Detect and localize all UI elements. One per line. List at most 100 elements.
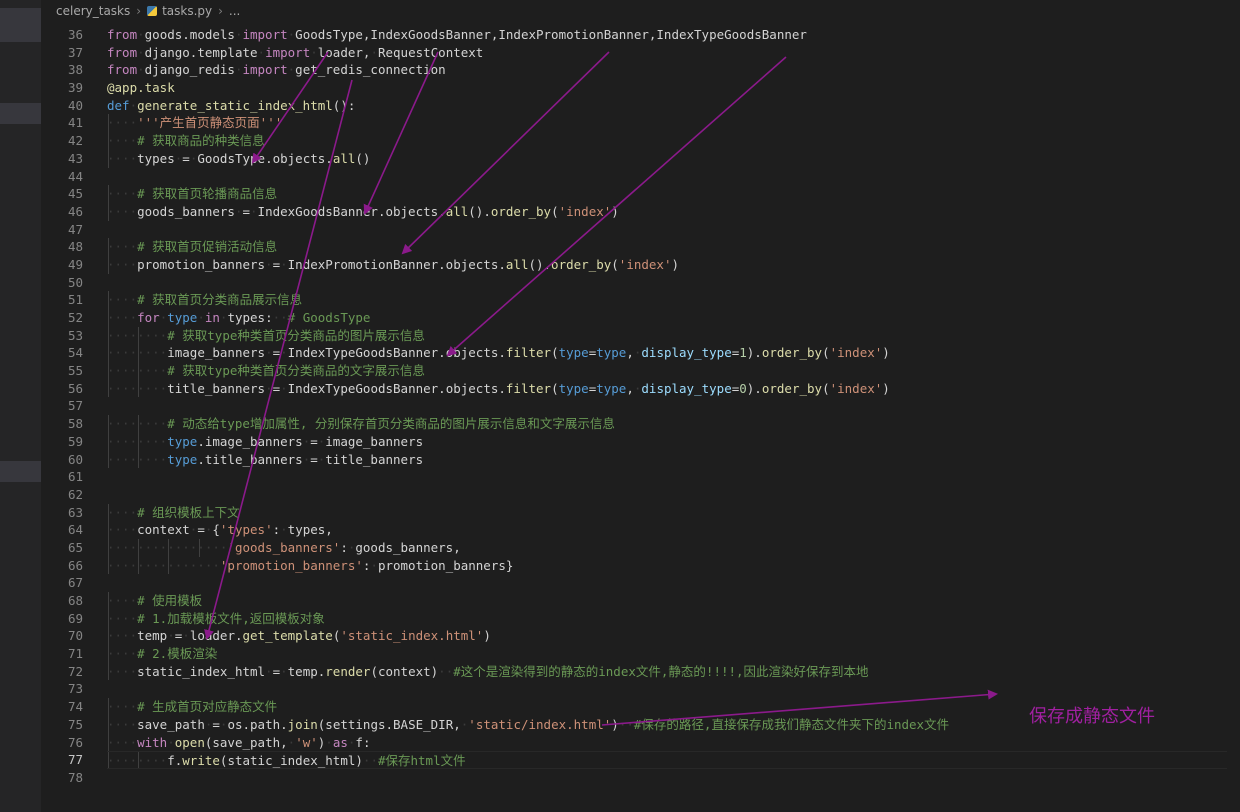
annotation-note: 保存成静态文件 bbox=[1029, 706, 1155, 727]
line-number: 38 bbox=[67, 62, 83, 78]
code-line[interactable]: ········type.title_banners·=·title_banne… bbox=[107, 450, 424, 469]
code-line[interactable]: ····# 使用模板 bbox=[107, 592, 203, 610]
code-line[interactable]: ········# 获取type种类首页分类商品的文字展示信息 bbox=[107, 362, 425, 380]
line-number: 50 bbox=[67, 274, 83, 290]
breadcrumb-folder[interactable]: celery_tasks bbox=[56, 4, 131, 18]
line-number: 77 bbox=[67, 752, 83, 768]
code-line[interactable]: ····# 获取商品的种类信息 bbox=[107, 132, 265, 150]
breadcrumb-more[interactable]: ... bbox=[228, 4, 241, 18]
code-line[interactable] bbox=[107, 769, 1227, 787]
code-line[interactable] bbox=[107, 168, 1227, 186]
line-number: 71 bbox=[67, 646, 83, 662]
code-line[interactable] bbox=[107, 574, 1227, 592]
code-line[interactable]: ····for·type·in·types:··# GoodsType bbox=[107, 309, 371, 327]
line-number: 42 bbox=[67, 133, 83, 149]
chevron-right-icon: › bbox=[136, 4, 142, 18]
line-number: 37 bbox=[67, 44, 83, 60]
code-line[interactable]: ····promotion_banners·=·IndexPromotionBa… bbox=[107, 255, 680, 274]
code-line[interactable]: ····static_index_html·=·temp.render(cont… bbox=[107, 662, 869, 681]
code-line[interactable]: from·django_redis·import·get_redis_conne… bbox=[107, 62, 446, 78]
line-number: 68 bbox=[67, 593, 83, 608]
code-line[interactable] bbox=[107, 397, 1227, 415]
line-number: 70 bbox=[67, 628, 83, 644]
sidebar-item[interactable] bbox=[0, 461, 41, 482]
code-line[interactable] bbox=[107, 274, 1227, 292]
chevron-right-icon: › bbox=[218, 4, 223, 18]
code-line[interactable]: ········image_banners·=·IndexTypeGoodsBa… bbox=[107, 344, 890, 363]
line-number: 75 bbox=[67, 716, 83, 732]
code-line[interactable]: ····'''产生首页静态页面''' bbox=[107, 114, 283, 133]
code-line[interactable]: ····# 获取首页促销活动信息 bbox=[107, 238, 278, 256]
line-number: 67 bbox=[67, 575, 83, 591]
code-line[interactable]: ········f.write(static_index_html)··#保存h… bbox=[107, 751, 1227, 769]
code-line[interactable]: ····# 获取首页分类商品展示信息 bbox=[107, 291, 303, 309]
line-number: 63 bbox=[67, 504, 83, 520]
line-number: 39 bbox=[67, 80, 83, 96]
line-number: 74 bbox=[67, 699, 83, 715]
code-line[interactable]: ········type.image_banners·=·image_banne… bbox=[107, 432, 424, 451]
line-number: 55 bbox=[67, 363, 83, 379]
line-number: 76 bbox=[67, 734, 83, 750]
code-line[interactable]: ····with·open(save_path,·'w')·as·f: bbox=[107, 733, 371, 752]
line-number: 43 bbox=[67, 150, 83, 166]
line-number: 62 bbox=[67, 486, 83, 502]
breadcrumb-file[interactable]: tasks.py bbox=[162, 4, 213, 18]
line-number: 46 bbox=[67, 203, 83, 219]
explorer-sidebar bbox=[0, 0, 41, 812]
code-line[interactable] bbox=[107, 680, 1227, 698]
line-number: 54 bbox=[67, 345, 83, 361]
line-number: 41 bbox=[67, 115, 83, 131]
sidebar-item[interactable] bbox=[0, 103, 41, 124]
line-number: 59 bbox=[67, 433, 83, 449]
line-number: 69 bbox=[67, 610, 83, 626]
code-line[interactable]: @app.task bbox=[107, 80, 175, 96]
code-line[interactable]: ····context·=·{'types':·types, bbox=[107, 521, 333, 539]
line-number: 60 bbox=[67, 451, 83, 467]
line-number: 45 bbox=[67, 186, 83, 202]
line-number: 52 bbox=[67, 310, 83, 325]
code-line[interactable] bbox=[107, 486, 1227, 504]
code-line[interactable]: ········# 获取type种类首页分类商品的图片展示信息 bbox=[107, 326, 425, 345]
line-number: 65 bbox=[67, 539, 83, 555]
line-number: 47 bbox=[67, 221, 83, 237]
code-line[interactable]: from·goods.models·import·GoodsType,Index… bbox=[107, 27, 807, 42]
sidebar-selected-item[interactable] bbox=[0, 8, 41, 42]
breadcrumb: celery_tasks › tasks.py › ... bbox=[41, 0, 1240, 22]
line-number: 78 bbox=[67, 769, 83, 785]
code-line[interactable]: ····# 获取首页轮播商品信息 bbox=[107, 185, 278, 203]
code-line[interactable]: ················'goods_banners':·goods_b… bbox=[107, 538, 461, 557]
line-number: 64 bbox=[67, 522, 83, 538]
code-line[interactable]: ········title_banners·=·IndexTypeGoodsBa… bbox=[107, 379, 890, 398]
line-number: 53 bbox=[67, 327, 83, 343]
line-number: 49 bbox=[67, 256, 83, 272]
line-number: 51 bbox=[67, 292, 83, 308]
code-line[interactable]: ····# 组织模板上下文 bbox=[107, 503, 240, 522]
code-line[interactable] bbox=[107, 468, 1227, 486]
code-line[interactable]: ····types·=·GoodsType.objects.all() bbox=[107, 149, 371, 168]
python-file-icon bbox=[147, 6, 158, 16]
code-line[interactable]: ····# 1.加载模板文件,返回模板对象 bbox=[107, 609, 325, 628]
line-number: 57 bbox=[67, 398, 83, 414]
line-number: 44 bbox=[67, 168, 83, 184]
line-number: 66 bbox=[67, 557, 83, 573]
code-line[interactable]: ····temp·=·loader.get_template('static_i… bbox=[107, 627, 491, 646]
line-number: 61 bbox=[67, 469, 83, 485]
code-line[interactable]: def·generate_static_index_html(): bbox=[107, 97, 356, 113]
code-line[interactable] bbox=[107, 221, 1227, 239]
code-line[interactable]: ········# 动态给type增加属性, 分别保存首页分类商品的图片展示信息… bbox=[107, 415, 615, 433]
line-number: 58 bbox=[67, 416, 83, 432]
code-line[interactable]: ····# 生成首页对应静态文件 bbox=[107, 698, 278, 716]
line-number: 48 bbox=[67, 239, 83, 255]
line-number: 72 bbox=[67, 663, 83, 679]
line-number: 56 bbox=[67, 380, 83, 396]
line-number: 36 bbox=[67, 27, 83, 42]
line-number: 40 bbox=[67, 97, 83, 113]
code-lines[interactable]: from·goods.models·import·GoodsType,Index… bbox=[107, 26, 1227, 787]
code-line[interactable]: from·django.template·import·loader,·Requ… bbox=[107, 44, 484, 60]
line-number: 73 bbox=[67, 681, 83, 697]
code-line[interactable]: ···············'promotion_banners':·prom… bbox=[107, 556, 514, 575]
code-line[interactable]: ····goods_banners·=·IndexGoodsBanner.obj… bbox=[107, 202, 619, 221]
code-line[interactable]: ····# 2.模板渲染 bbox=[107, 645, 218, 663]
